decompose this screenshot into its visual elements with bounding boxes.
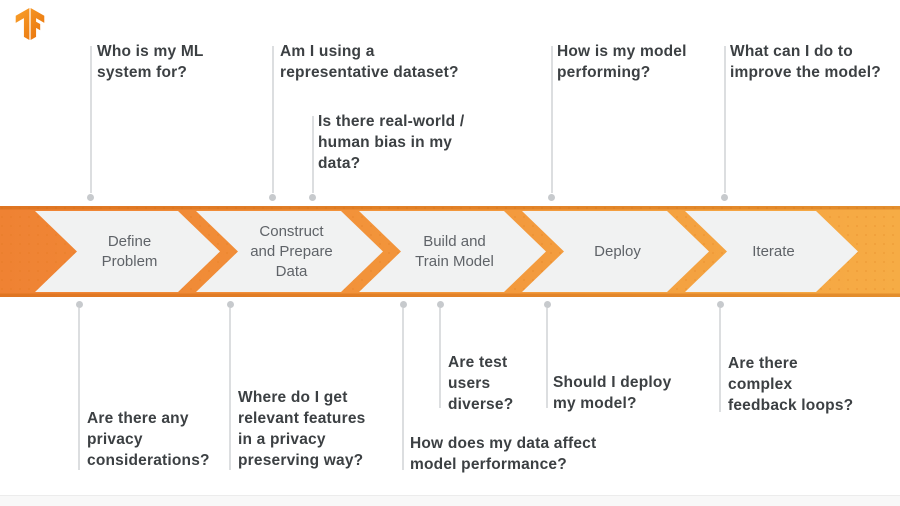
connector-dot [309, 194, 316, 201]
connector-line [229, 308, 231, 470]
connector-dot [269, 194, 276, 201]
connector-dot [400, 301, 407, 308]
pipeline-step-deploy: Deploy [594, 242, 641, 260]
connector-line [402, 308, 404, 470]
question-top-human-bias: Is there real-world / human bias in my d… [318, 113, 465, 172]
connector-dot [437, 301, 444, 308]
question-bottom-privacy-considerations: Are there any privacy considerations? [87, 410, 210, 469]
tensorflow-logo-icon [15, 8, 45, 40]
question-bottom-relevant-features: Where do I get relevant features in a pr… [238, 389, 366, 469]
banner-bottom-edge [0, 293, 900, 297]
connector-line [719, 308, 721, 412]
footer-strip [0, 495, 900, 506]
connector-dot [87, 194, 94, 201]
chevron-construct-data [196, 211, 383, 292]
question-bottom-should-deploy: Should I deploy my model? [553, 374, 672, 412]
chevron-iterate [685, 211, 858, 292]
chevron-deploy [522, 211, 709, 292]
question-top-who-system-for: Who is my ML system for? [97, 43, 204, 81]
connector-dot [548, 194, 555, 201]
connector-dot [227, 301, 234, 308]
pipeline-step-construct-prepare-data: Construct and Prepare Data [250, 222, 333, 280]
connector-line [439, 308, 441, 408]
question-bottom-feedback-loops: Are there complex feedback loops? [728, 355, 854, 414]
question-bottom-test-users-diverse: Are test users diverse? [448, 354, 514, 413]
question-top-model-performing: How is my model performing? [557, 43, 687, 81]
connector-dot [76, 301, 83, 308]
chevron-build-train [359, 211, 546, 292]
pipeline-step-iterate: Iterate [752, 242, 795, 260]
banner-top-edge [0, 206, 900, 210]
connector-dot [717, 301, 724, 308]
connector-line [272, 46, 274, 193]
pipeline-step-build-train-model: Build and Train Model [415, 232, 494, 270]
pipeline-step-define-problem: Define Problem [101, 232, 158, 270]
connector-line [90, 46, 92, 193]
chevron-define-problem [35, 211, 220, 292]
connector-line [724, 46, 726, 193]
question-bottom-data-affect-performance: How does my data affect model performanc… [410, 435, 597, 473]
connector-line [312, 116, 314, 193]
connector-line [551, 46, 553, 193]
pipeline-banner [0, 206, 900, 297]
question-top-representative-dataset: Am I using a representative dataset? [280, 43, 459, 81]
question-top-improve-model: What can I do to improve the model? [730, 43, 881, 81]
connector-line [78, 308, 80, 470]
connector-line [546, 308, 548, 408]
connector-dot [544, 301, 551, 308]
connector-dot [721, 194, 728, 201]
